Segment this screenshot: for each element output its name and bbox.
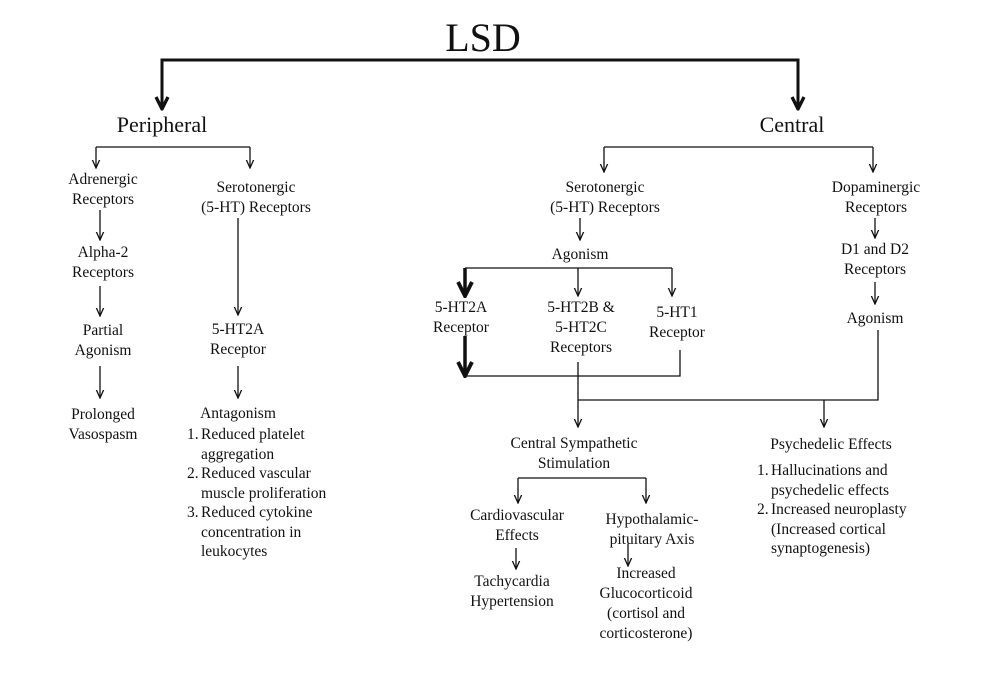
list-line: Reduced vascular (201, 465, 311, 482)
node-line: 5-HT2B & (547, 299, 615, 316)
prolonged-vasospasm-node: Prolonged Vasospasm (48, 405, 158, 445)
node-line: 5-HT2C (555, 319, 607, 336)
node-line: D1 and D2 (840, 241, 910, 258)
node-line: Receptors (845, 199, 907, 216)
list-item: 2.Reduced vascular muscle proliferation (187, 464, 326, 503)
list-line: concentration in (201, 523, 302, 541)
dopaminergic-agonism-label: Agonism (846, 310, 904, 327)
list-number: 1. (187, 426, 199, 443)
node-line: Hypothalamic- (605, 511, 699, 528)
node-line: Receptors (844, 261, 906, 278)
node-line: (5-HT) Receptors (550, 199, 660, 216)
node-line: Adrenergic (68, 171, 138, 188)
list-number: 2. (757, 501, 769, 518)
node-line: Hypertension (470, 593, 554, 610)
hpa-axis-node: Hypothalamic- pituitary Axis (590, 510, 714, 550)
list-number: 1. (757, 462, 769, 479)
node-line: Stimulation (537, 455, 611, 472)
list-line: Reduced cytokine (201, 504, 313, 521)
root-connector (160, 58, 800, 109)
central-sympathetic-node: Central Sympathetic Stimulation (490, 434, 658, 474)
5ht2b-5ht2c-node: 5-HT2B & 5-HT2C Receptors (526, 298, 636, 358)
psychedelic-effects-heading: Psychedelic Effects (770, 436, 892, 453)
glucocorticoid-node: Increased Glucocorticoid (cortisol and c… (576, 564, 716, 644)
list-line: psychedelic effects (771, 481, 890, 499)
peripheral-serotonergic-node: Serotonergic (5-HT) Receptors (186, 178, 326, 218)
list-line: muscle proliferation (201, 484, 327, 502)
node-line: Receptors (72, 264, 134, 281)
list-number: 2. (187, 465, 199, 482)
alpha2-receptors-node: Alpha-2 Receptors (48, 243, 158, 283)
list-item: 1.Reduced platelet aggregation (187, 425, 326, 464)
peripheral-heading: Peripheral (116, 112, 208, 137)
list-line: Increased neuroplasty (771, 501, 907, 518)
list-line: Reduced platelet (201, 426, 305, 443)
node-line: Serotonergic (216, 179, 296, 196)
node-line: Alpha-2 (77, 244, 129, 261)
adrenergic-receptors-node: Adrenergic Receptors (48, 170, 158, 210)
node-line: (cortisol and (607, 605, 685, 622)
node-line: Partial (82, 322, 124, 339)
node-line: Vasospasm (68, 426, 138, 443)
node-line: Dopaminergic (831, 179, 921, 196)
tachycardia-hypertension-node: Tachycardia Hypertension (451, 572, 573, 612)
diagram-title: LSD (445, 15, 521, 60)
list-line: aggregation (201, 445, 275, 463)
node-line: 5-HT1 (656, 304, 698, 321)
partial-agonism-node: Partial Agonism (48, 321, 158, 361)
d1-d2-receptors-node: D1 and D2 Receptors (820, 240, 930, 280)
node-line: Receptor (433, 319, 489, 336)
node-line: Cardiovascular (470, 507, 564, 524)
node-line: Prolonged (71, 406, 135, 423)
node-line: (5-HT) Receptors (201, 199, 311, 216)
central-agonism-label: Agonism (551, 246, 609, 263)
node-line: Receptors (72, 191, 134, 208)
node-line: Serotonergic (565, 179, 645, 196)
node-line: pituitary Axis (609, 531, 695, 548)
antagonism-label: Antagonism (200, 405, 276, 422)
node-line: Receptor (649, 324, 705, 341)
list-line: Hallucinations and (771, 462, 888, 479)
list-line: synaptogenesis) (771, 540, 871, 557)
node-line: Agonism (74, 342, 132, 359)
node-line: Tachycardia (474, 573, 550, 590)
5ht1-node: 5-HT1 Receptor (634, 303, 720, 343)
dopaminergic-receptors-node: Dopaminergic Receptors (818, 178, 934, 218)
central-5ht2a-node: 5-HT2A Receptor (416, 298, 506, 338)
list-item: 2.Increased neuroplasty (Increased cortic… (757, 500, 907, 559)
node-line: Effects (495, 527, 539, 544)
node-line: Receptor (210, 341, 266, 358)
node-line: Glucocorticoid (599, 585, 693, 602)
central-heading: Central (759, 112, 825, 137)
node-line: Central Sympathetic (510, 435, 638, 452)
cardiovascular-effects-node: Cardiovascular Effects (456, 506, 578, 546)
node-line: corticosterone) (599, 625, 693, 642)
node-line: Increased (616, 565, 676, 582)
list-item: 1.Hallucinations and psychedelic effects (757, 461, 907, 500)
list-item: 3.Reduced cytokine concentration in leukoc… (187, 503, 326, 562)
list-number: 3. (187, 504, 199, 521)
list-line: (Increased cortical (771, 520, 886, 538)
list-line: leukocytes (201, 543, 268, 560)
central-serotonergic-node: Serotonergic (5-HT) Receptors (530, 178, 680, 218)
node-line: 5-HT2A (211, 321, 265, 338)
peripheral-5ht2a-node: 5-HT2A Receptor (188, 320, 288, 360)
node-line: Receptors (550, 339, 612, 356)
node-line: 5-HT2A (434, 299, 488, 316)
